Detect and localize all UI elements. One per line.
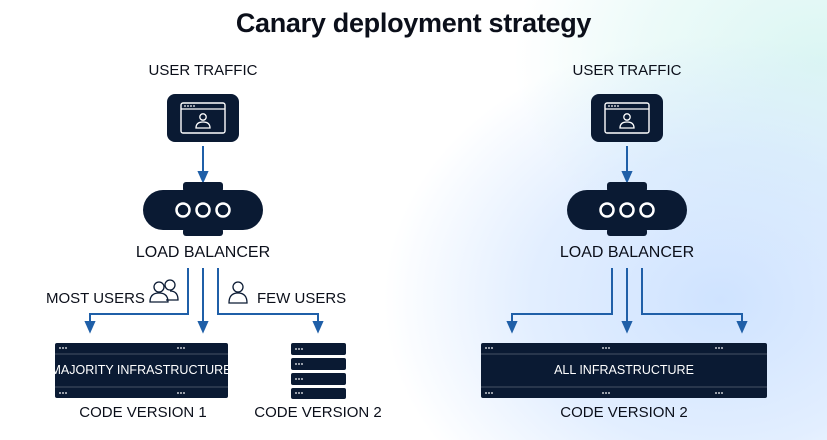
all-infrastructure-label: ALL INFRASTRUCTURE — [554, 363, 694, 377]
canary-server-stack — [291, 343, 346, 399]
right-load-balancer-icon — [567, 182, 687, 236]
right-route-right — [641, 268, 748, 334]
users-group-icon — [149, 279, 179, 303]
right-route-left — [506, 268, 613, 334]
left-user-traffic-label: USER TRAFFIC — [148, 62, 258, 79]
left-code-version-2-label: CODE VERSION 2 — [254, 404, 382, 421]
left-load-balancer-label: LOAD BALANCER — [135, 244, 271, 261]
left-route-few — [217, 268, 324, 334]
few-users-label: FEW USERS — [257, 290, 347, 307]
left-browser-icon — [167, 94, 239, 142]
page-title: Canary deployment strategy — [235, 8, 592, 38]
single-user-icon — [228, 281, 248, 304]
right-browser-icon — [591, 94, 663, 142]
right-load-balancer-label: LOAD BALANCER — [559, 244, 695, 261]
left-route-most — [84, 268, 189, 334]
all-infrastructure-block — [481, 343, 767, 398]
left-load-balancer-icon — [143, 182, 263, 236]
most-users-label: MOST USERS — [46, 290, 145, 307]
majority-infrastructure-label: MAJORITY INFRASTRUCTURE — [50, 363, 232, 377]
majority-infrastructure-block — [55, 343, 228, 398]
right-code-version-2-label: CODE VERSION 2 — [560, 404, 688, 421]
right-user-traffic-label: USER TRAFFIC — [572, 62, 682, 79]
code-version-1-label: CODE VERSION 1 — [79, 404, 207, 421]
